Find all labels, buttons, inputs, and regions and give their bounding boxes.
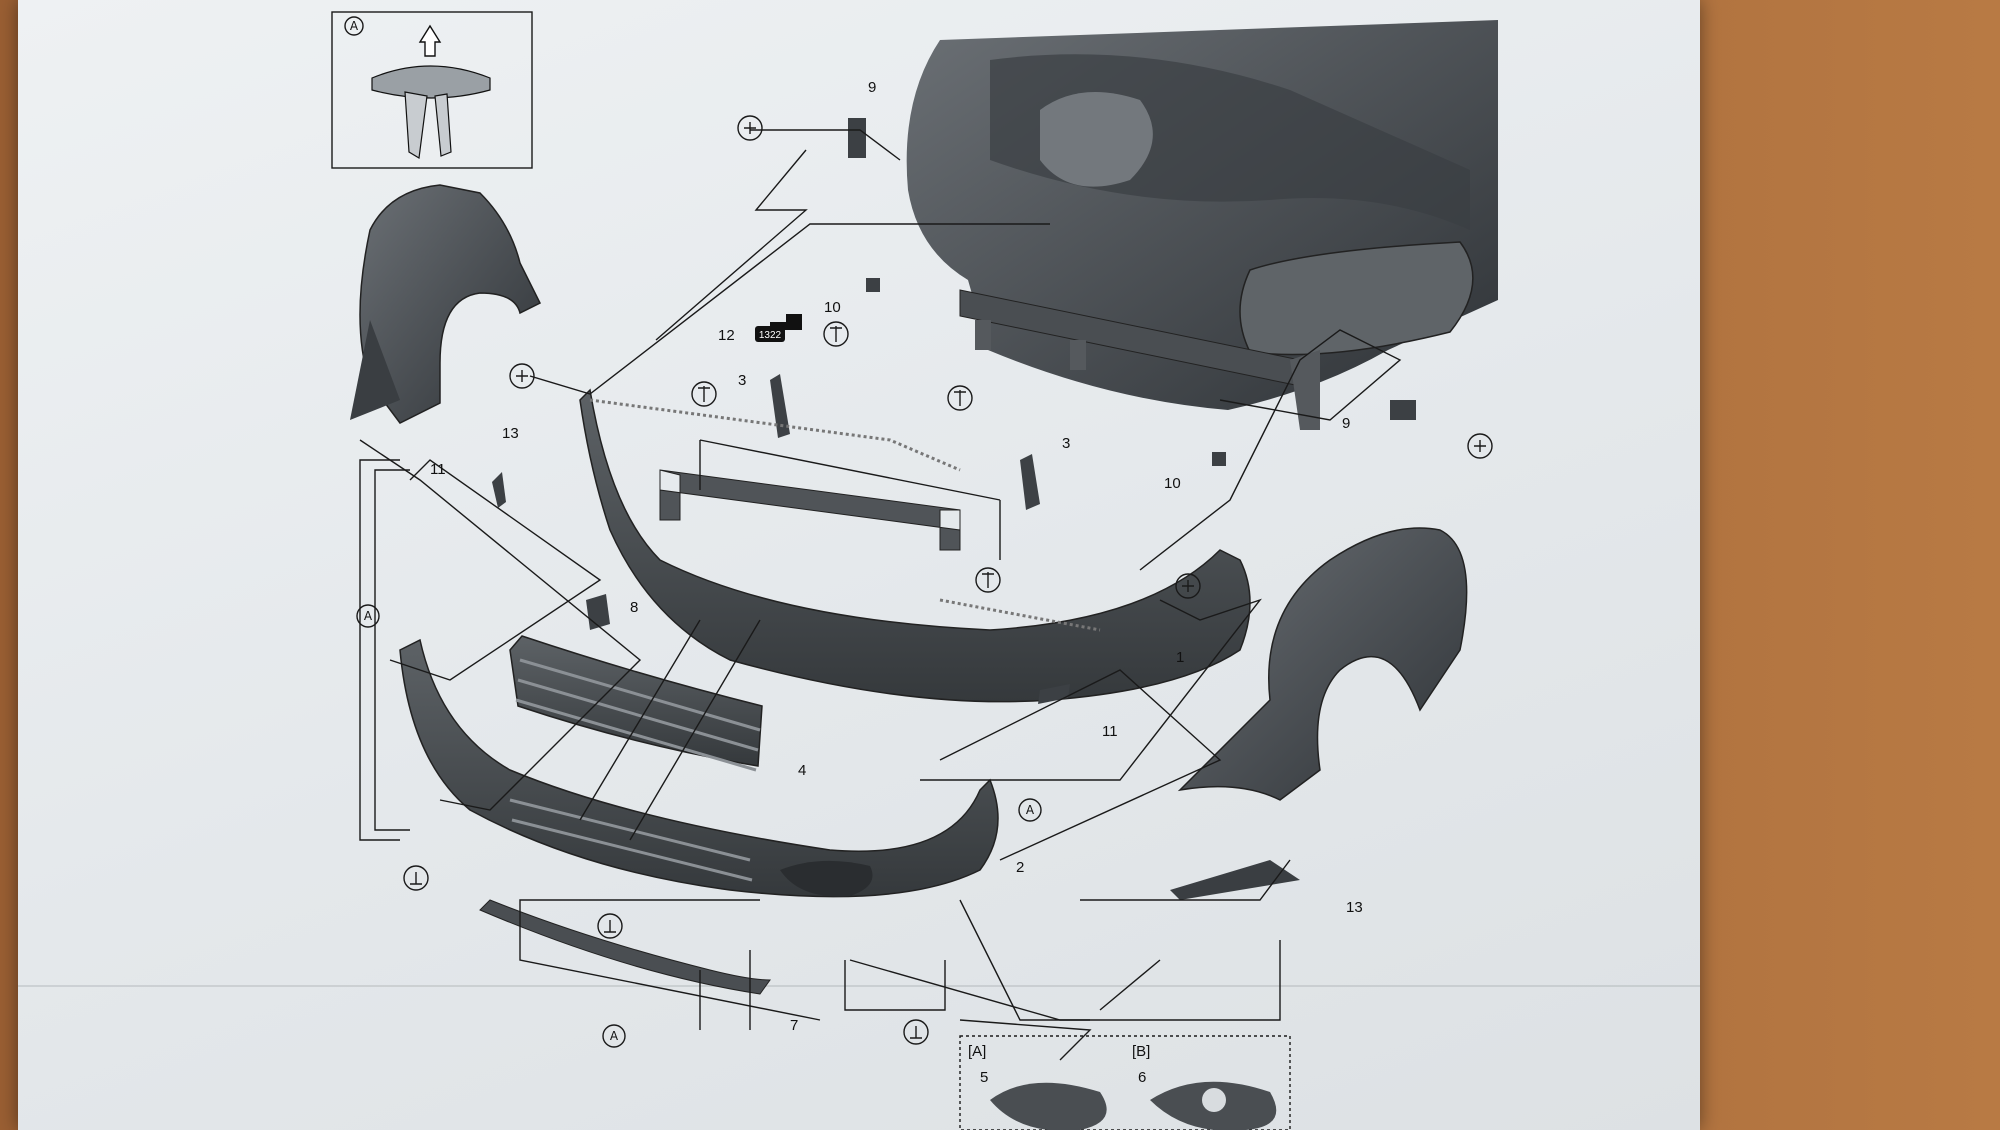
cap-8 bbox=[586, 594, 610, 630]
bumper-upper-frame bbox=[659, 374, 1040, 551]
tag-1322-text: 1322 bbox=[759, 330, 782, 341]
variant-inset-frame bbox=[959, 1035, 1291, 1130]
leader-lines bbox=[359, 129, 1402, 1061]
bracket-9-right bbox=[1390, 400, 1416, 420]
vehicle-front-body bbox=[906, 20, 1498, 430]
callout-11: 11 bbox=[1102, 723, 1118, 740]
callout-13: 13 bbox=[502, 425, 519, 442]
inset-marker-a: A bbox=[350, 19, 359, 33]
callout-3: 3 bbox=[1062, 435, 1070, 452]
variant-a-label: [A] bbox=[968, 1043, 986, 1060]
callout-2: 2 bbox=[1016, 859, 1024, 876]
marker-a: A bbox=[1026, 803, 1035, 817]
bolt-symbol bbox=[947, 385, 973, 411]
callout-10: 10 bbox=[824, 299, 841, 316]
part-callouts: 1 2 3 3 4 8 7 9 9 10 10 11 11 12 13 13 1… bbox=[430, 79, 1363, 1034]
callout-13: 13 bbox=[1346, 899, 1363, 916]
tag-1322-box bbox=[755, 326, 785, 342]
front-grille bbox=[509, 635, 763, 772]
clip-a-markers: A A A bbox=[356, 604, 1042, 1048]
callout-8: 8 bbox=[630, 599, 638, 616]
clip-head bbox=[371, 65, 491, 99]
bumper-cover-upper bbox=[579, 388, 1251, 703]
variant-b-label: [B] bbox=[1132, 1043, 1150, 1060]
marker-a: A bbox=[610, 1029, 619, 1043]
seal-11-left bbox=[492, 472, 506, 508]
arrow-up-icon bbox=[418, 24, 442, 57]
screw-symbol bbox=[1467, 433, 1493, 459]
callout-9: 9 bbox=[1342, 415, 1350, 432]
clip-inset-frame bbox=[331, 11, 533, 169]
headlamp bbox=[1239, 241, 1474, 356]
callout-4: 4 bbox=[798, 762, 806, 779]
callout-10: 10 bbox=[1164, 475, 1181, 492]
callout-9: 9 bbox=[868, 79, 876, 96]
small-parts bbox=[492, 118, 1416, 704]
callout-12: 12 bbox=[718, 327, 735, 344]
screw-symbol bbox=[737, 115, 763, 141]
fog-cover-a bbox=[990, 1082, 1107, 1130]
clip-detail-inset: A bbox=[331, 11, 533, 169]
fastener-symbols bbox=[403, 115, 1493, 1045]
callout-5: 5 bbox=[980, 1069, 988, 1086]
bumper-cover-lower bbox=[399, 638, 999, 898]
lower-spoiler bbox=[479, 899, 771, 995]
callout-6: 6 bbox=[1138, 1069, 1146, 1086]
push-rivet-symbol bbox=[597, 913, 623, 939]
clip-10-lower bbox=[1212, 452, 1226, 466]
marker-a: A bbox=[364, 609, 373, 623]
screw-symbol bbox=[509, 363, 535, 389]
fog-lamp-hole bbox=[1202, 1088, 1226, 1112]
bolt-symbol bbox=[691, 381, 717, 407]
callout-3: 3 bbox=[738, 372, 746, 389]
bracket-9-left bbox=[848, 118, 866, 158]
push-rivet-symbol bbox=[403, 865, 429, 891]
callout-1: 1 bbox=[1176, 649, 1184, 666]
callout-7: 7 bbox=[790, 1017, 798, 1034]
bolt-symbol bbox=[823, 321, 849, 347]
variant-inset: [A] [B] 5 6 bbox=[959, 1035, 1291, 1130]
fender-liner-right bbox=[1170, 527, 1468, 900]
screw-symbol bbox=[1175, 573, 1201, 599]
callout-11: 11 bbox=[430, 461, 446, 478]
push-rivet-symbol bbox=[903, 1019, 929, 1045]
bolt-symbol bbox=[975, 567, 1001, 593]
fender-liner-left bbox=[350, 184, 542, 424]
clip-legs bbox=[404, 91, 452, 159]
clip-10-upper bbox=[866, 278, 880, 292]
